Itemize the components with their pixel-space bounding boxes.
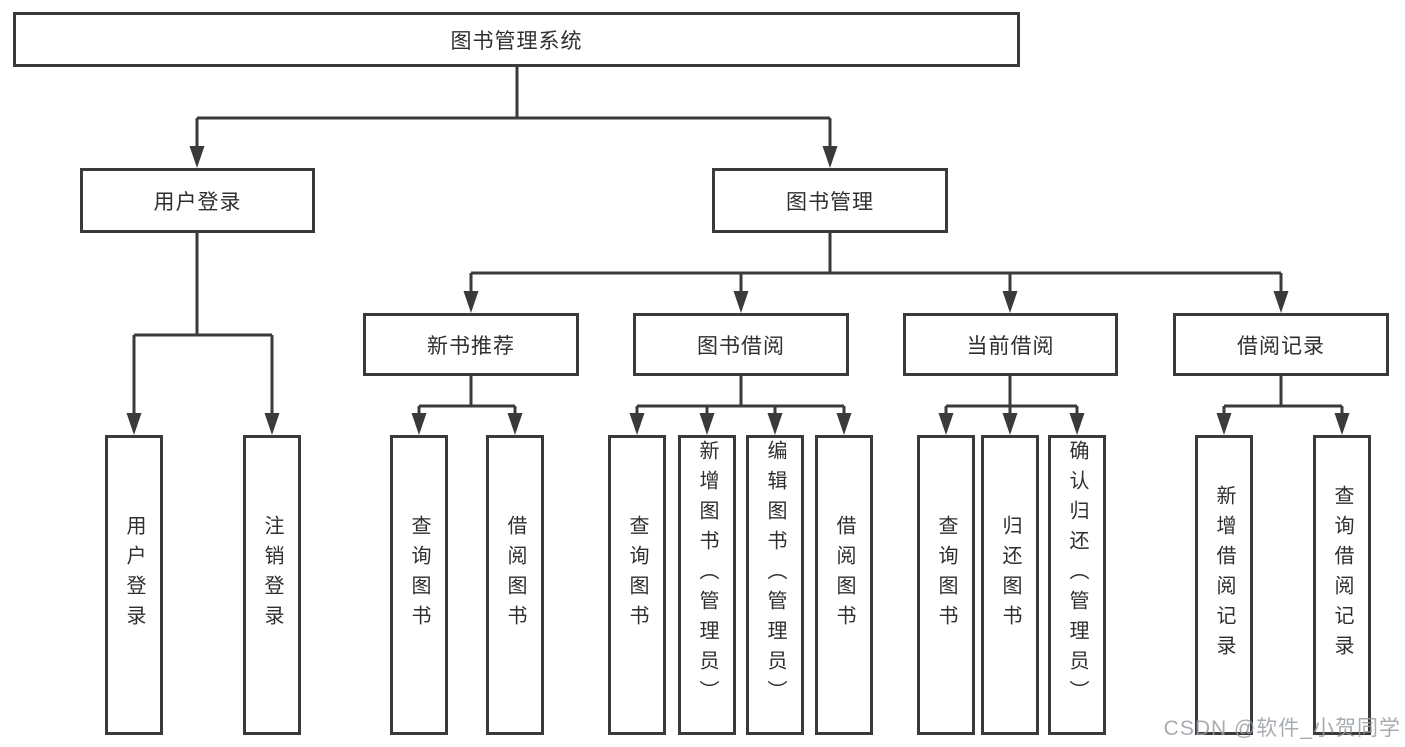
node-book-management-label: 图书管理 xyxy=(786,190,874,214)
leaf-borrow-books-1-label: 借阅图书 xyxy=(504,515,526,635)
leaf-confirm-return-admin: 确认归还（管理员） xyxy=(1048,435,1106,735)
node-new-book-recommend: 新书推荐 xyxy=(363,313,579,376)
leaf-edit-books-admin-label: 编辑图书（管理员） xyxy=(764,440,786,710)
node-user-login: 用户登录 xyxy=(80,168,315,233)
leaf-query-books-3-label: 查询图书 xyxy=(935,515,957,635)
leaf-logout-label: 注销登录 xyxy=(261,515,283,635)
edge-book-management-branch xyxy=(469,233,1283,294)
leaf-add-books-admin: 新增图书（管理员） xyxy=(678,435,736,735)
leaf-confirm-return-admin-label: 确认归还（管理员） xyxy=(1066,440,1088,710)
leaf-return-books-label: 归还图书 xyxy=(999,515,1021,635)
edge-root-to-level2 xyxy=(195,67,832,150)
node-new-book-recommend-label: 新书推荐 xyxy=(427,334,515,358)
leaf-query-books-2-label: 查询图书 xyxy=(626,515,648,635)
leaf-query-borrow-record: 查询借阅记录 xyxy=(1313,435,1371,735)
node-current-borrow: 当前借阅 xyxy=(903,313,1118,376)
edge-current-borrow-branch xyxy=(944,376,1079,416)
leaf-logout: 注销登录 xyxy=(243,435,301,735)
leaf-user-login-label: 用户登录 xyxy=(123,515,145,635)
leaf-return-books: 归还图书 xyxy=(981,435,1039,735)
node-book-borrow: 图书借阅 xyxy=(633,313,849,376)
node-book-borrow-label: 图书借阅 xyxy=(697,334,785,358)
leaf-add-borrow-record-label: 新增借阅记录 xyxy=(1213,485,1235,665)
node-root-label: 图书管理系统 xyxy=(450,29,583,53)
csdn-watermark: CSDN @软件_小贺同学 xyxy=(1163,717,1401,740)
leaf-query-books-1-label: 查询图书 xyxy=(408,515,430,635)
leaf-borrow-books-2: 借阅图书 xyxy=(815,435,873,735)
leaf-query-borrow-record-label: 查询借阅记录 xyxy=(1331,485,1353,665)
node-current-borrow-label: 当前借阅 xyxy=(966,334,1055,358)
edge-new-book-recommend-branch xyxy=(417,376,517,416)
leaf-borrow-books-2-label: 借阅图书 xyxy=(833,515,855,635)
leaf-query-books-2: 查询图书 xyxy=(608,435,666,735)
leaf-add-borrow-record: 新增借阅记录 xyxy=(1195,435,1253,735)
leaf-edit-books-admin: 编辑图书（管理员） xyxy=(746,435,804,735)
leaf-user-login: 用户登录 xyxy=(105,435,163,735)
leaf-query-books-1: 查询图书 xyxy=(390,435,448,735)
edge-borrow-records-branch xyxy=(1222,376,1344,416)
node-user-login-label: 用户登录 xyxy=(153,190,242,214)
leaf-borrow-books-1: 借阅图书 xyxy=(486,435,544,735)
edge-user-login-branch xyxy=(132,233,274,416)
leaf-add-books-admin-label: 新增图书（管理员） xyxy=(696,440,718,710)
edge-book-borrow-branch xyxy=(635,376,846,416)
node-root-library-system: 图书管理系统 xyxy=(13,12,1020,67)
leaf-query-books-3: 查询图书 xyxy=(917,435,975,735)
node-book-management: 图书管理 xyxy=(712,168,948,233)
node-borrow-records-label: 借阅记录 xyxy=(1237,334,1325,358)
node-borrow-records: 借阅记录 xyxy=(1173,313,1389,376)
